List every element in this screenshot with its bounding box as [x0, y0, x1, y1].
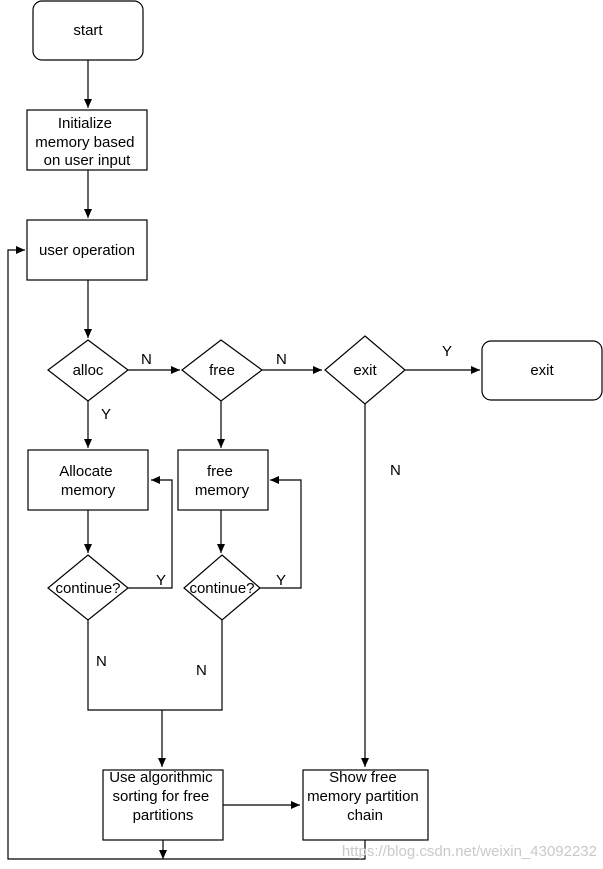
decision-exit: exit: [324, 335, 406, 405]
edge-continue-merge: [87, 620, 223, 711]
free-label: free: [209, 362, 235, 379]
decision-alloc: alloc: [47, 339, 129, 402]
free-memory-label: free memory: [195, 463, 250, 499]
edge-label-free-n: N: [276, 351, 287, 368]
edge-label-continue-f-y: Y: [276, 572, 286, 589]
decision-continue-free: continue?: [183, 554, 261, 621]
edges: [7, 60, 480, 860]
node-allocate-memory: Allocate memory: [27, 449, 149, 511]
alloc-label: alloc: [73, 362, 104, 379]
sort-partitions-label: Use algorithmic sorting for free partiti…: [109, 769, 217, 824]
edge-label-continue-a-n: N: [96, 653, 107, 670]
edge-label-alloc-n: N: [141, 351, 152, 368]
exit-decision-label: exit: [353, 362, 377, 379]
edge-continue-f-loop: [260, 476, 302, 589]
continue-alloc-label: continue?: [55, 580, 120, 597]
edge-labels: N N Y Y N Y Y N N: [96, 343, 452, 679]
start-label: start: [73, 22, 103, 39]
allocate-memory-label: Allocate memory: [59, 463, 117, 499]
node-exit-end: exit: [481, 340, 603, 401]
edge-label-continue-a-y: Y: [156, 572, 166, 589]
watermark: https://blog.csdn.net/weixin_43092232: [342, 843, 597, 860]
edge-continue-a-loop: [128, 476, 173, 589]
node-sort-partitions: Use algorithmic sorting for free partiti…: [102, 769, 224, 841]
init-label: Initialize memory based on user input: [35, 115, 138, 169]
node-init: Initialize memory based on user input: [26, 109, 148, 171]
node-start: start: [32, 0, 144, 61]
continue-free-label: continue?: [189, 580, 254, 597]
decision-free: free: [181, 339, 264, 402]
user-operation-label: user operation: [39, 242, 135, 259]
exit-end-label: exit: [530, 362, 554, 379]
edge-label-continue-f-n: N: [196, 662, 207, 679]
node-show-chain: Show free memory partition chain: [302, 769, 429, 841]
edge-label-exit-y: Y: [442, 343, 452, 360]
show-chain-label: Show free memory partition chain: [307, 769, 423, 824]
node-free-memory: free memory: [177, 449, 269, 511]
edge-label-alloc-y: Y: [101, 406, 111, 423]
node-user-operation: user operation: [26, 219, 148, 281]
edge-loop-back: [7, 246, 366, 860]
edge-label-exit-n: N: [390, 462, 401, 479]
decision-continue-alloc: continue?: [47, 554, 129, 621]
